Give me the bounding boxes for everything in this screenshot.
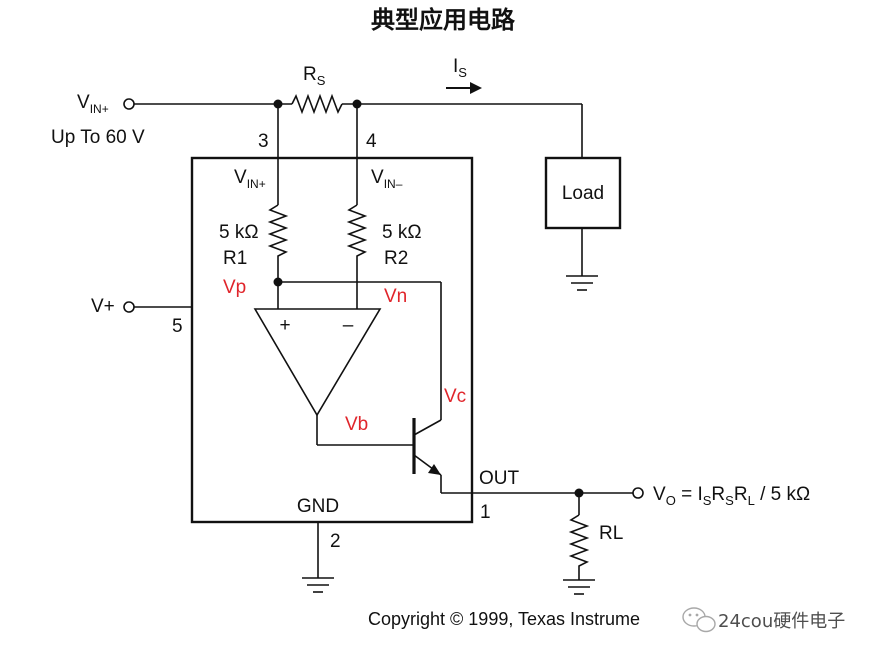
vplus-label: V+	[91, 296, 115, 317]
rs-resistor-icon	[291, 93, 343, 115]
vin-int-plus-label: VIN+	[234, 167, 266, 191]
r2-resistor-icon	[346, 204, 368, 282]
rs-label: RS	[303, 64, 326, 88]
arrow-right-icon	[446, 82, 482, 94]
up-to-60v-label: Up To 60 V	[51, 127, 145, 148]
r1-name-label: R1	[223, 248, 247, 269]
vin-int-minus-label: VIN–	[371, 167, 403, 191]
vo-terminal	[632, 487, 644, 499]
vc-label: Vc	[444, 386, 466, 407]
rl-resistor-icon	[568, 514, 590, 580]
load-label: Load	[562, 183, 604, 204]
pin5-label: 5	[172, 316, 183, 337]
vplus-terminal	[123, 301, 135, 313]
npn-transistor-icon	[412, 418, 442, 476]
gnd-label: GND	[297, 496, 339, 517]
vb-label: Vb	[345, 414, 368, 435]
opamp-minus-label: –	[343, 315, 354, 336]
wechat-icon	[682, 607, 716, 633]
pin4-label: 4	[366, 131, 377, 152]
vp-label: Vp	[223, 277, 246, 298]
vin-plus-terminal	[123, 98, 135, 110]
vn-label: Vn	[384, 286, 407, 307]
op-amp-icon	[253, 308, 382, 417]
diagram-title: 典型应用电路	[371, 6, 516, 34]
vin-plus-label: VIN+	[77, 92, 109, 116]
load-box	[544, 156, 622, 230]
out-label: OUT	[479, 468, 520, 489]
r2-name-label: R2	[384, 248, 408, 269]
ground-icon	[566, 275, 598, 291]
vo-formula-label: VO = ISRSRL / 5 kΩ	[653, 484, 810, 508]
pin1-label: 1	[480, 502, 491, 523]
r2-value-label: 5 kΩ	[382, 222, 422, 243]
is-label: IS	[453, 56, 467, 80]
opamp-plus-label: +	[279, 315, 290, 336]
watermark-label: 24cou硬件电子	[718, 611, 845, 632]
pin3-label: 3	[258, 131, 269, 152]
copyright-label: Copyright © 1999, Texas Instrume	[368, 609, 640, 629]
rl-label: RL	[599, 523, 623, 544]
r1-resistor-icon	[267, 204, 289, 282]
ground-icon	[302, 577, 334, 593]
ground-icon	[563, 579, 595, 595]
ic-package-box	[190, 156, 474, 524]
pin2-label: 2	[330, 531, 341, 552]
r1-value-label: 5 kΩ	[219, 222, 259, 243]
